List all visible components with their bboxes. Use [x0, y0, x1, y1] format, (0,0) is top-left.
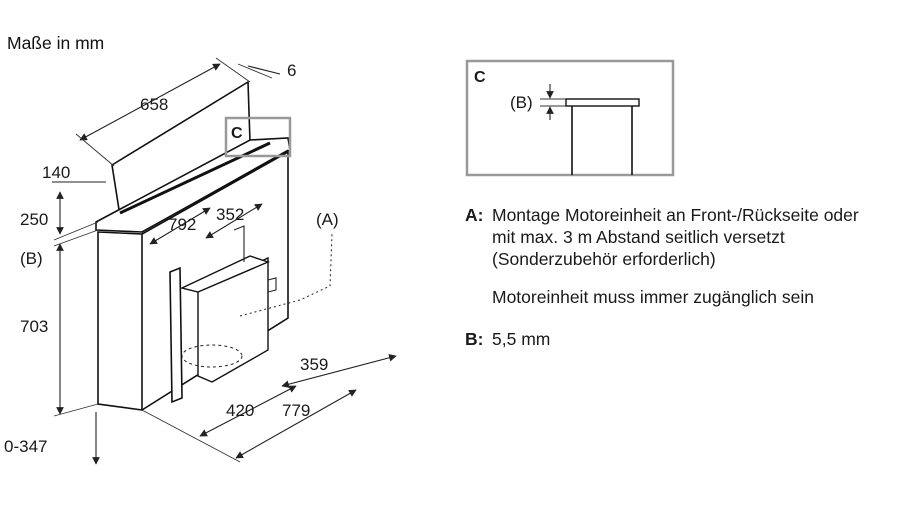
dimension-lines — [52, 57, 397, 465]
dim-792: 792 — [168, 215, 196, 234]
notes-panel: A: Montage Motoreinheit an Front-/Rückse… — [465, 204, 885, 370]
dim-b: (B) — [20, 249, 43, 268]
note-a-text-1: Montage Motoreinheit an Front-/Rückseite… — [492, 205, 859, 269]
callout-box — [224, 116, 292, 158]
detail-trim — [565, 98, 640, 107]
note-a-key: A: — [465, 205, 484, 225]
detail-title: C — [474, 69, 486, 86]
duct-pipe — [169, 266, 183, 404]
note-a-text-2: Motoreinheit muss immer zugänglich sein — [492, 287, 814, 307]
note-a: A: Montage Motoreinheit an Front-/Rückse… — [465, 204, 885, 308]
note-b-key: B: — [465, 329, 484, 349]
dim-779: 779 — [282, 401, 310, 420]
detail-c-view: C (B) — [465, 59, 675, 177]
detail-gap-label: (B) — [510, 93, 533, 112]
units-label: Maße in mm — [7, 33, 105, 53]
dim-250: 250 — [20, 210, 48, 229]
note-b-text: 5,5 mm — [492, 329, 551, 349]
dim-6: 6 — [287, 61, 296, 80]
dim-359: 359 — [300, 355, 328, 374]
dim-352: 352 — [216, 205, 244, 224]
dim-0-347: 0-347 — [4, 437, 47, 456]
dim-420: 420 — [226, 401, 254, 420]
note-b: B: 5,5 mm — [465, 328, 885, 350]
dim-658: 658 — [140, 95, 168, 114]
cabinet-front — [97, 231, 143, 411]
dim-703: 703 — [20, 317, 48, 336]
dim-140: 140 — [42, 163, 70, 182]
appliance-body — [95, 80, 333, 411]
callout-label: C — [231, 125, 243, 142]
dim-a: (A) — [316, 210, 339, 229]
detail-frame — [465, 59, 675, 177]
